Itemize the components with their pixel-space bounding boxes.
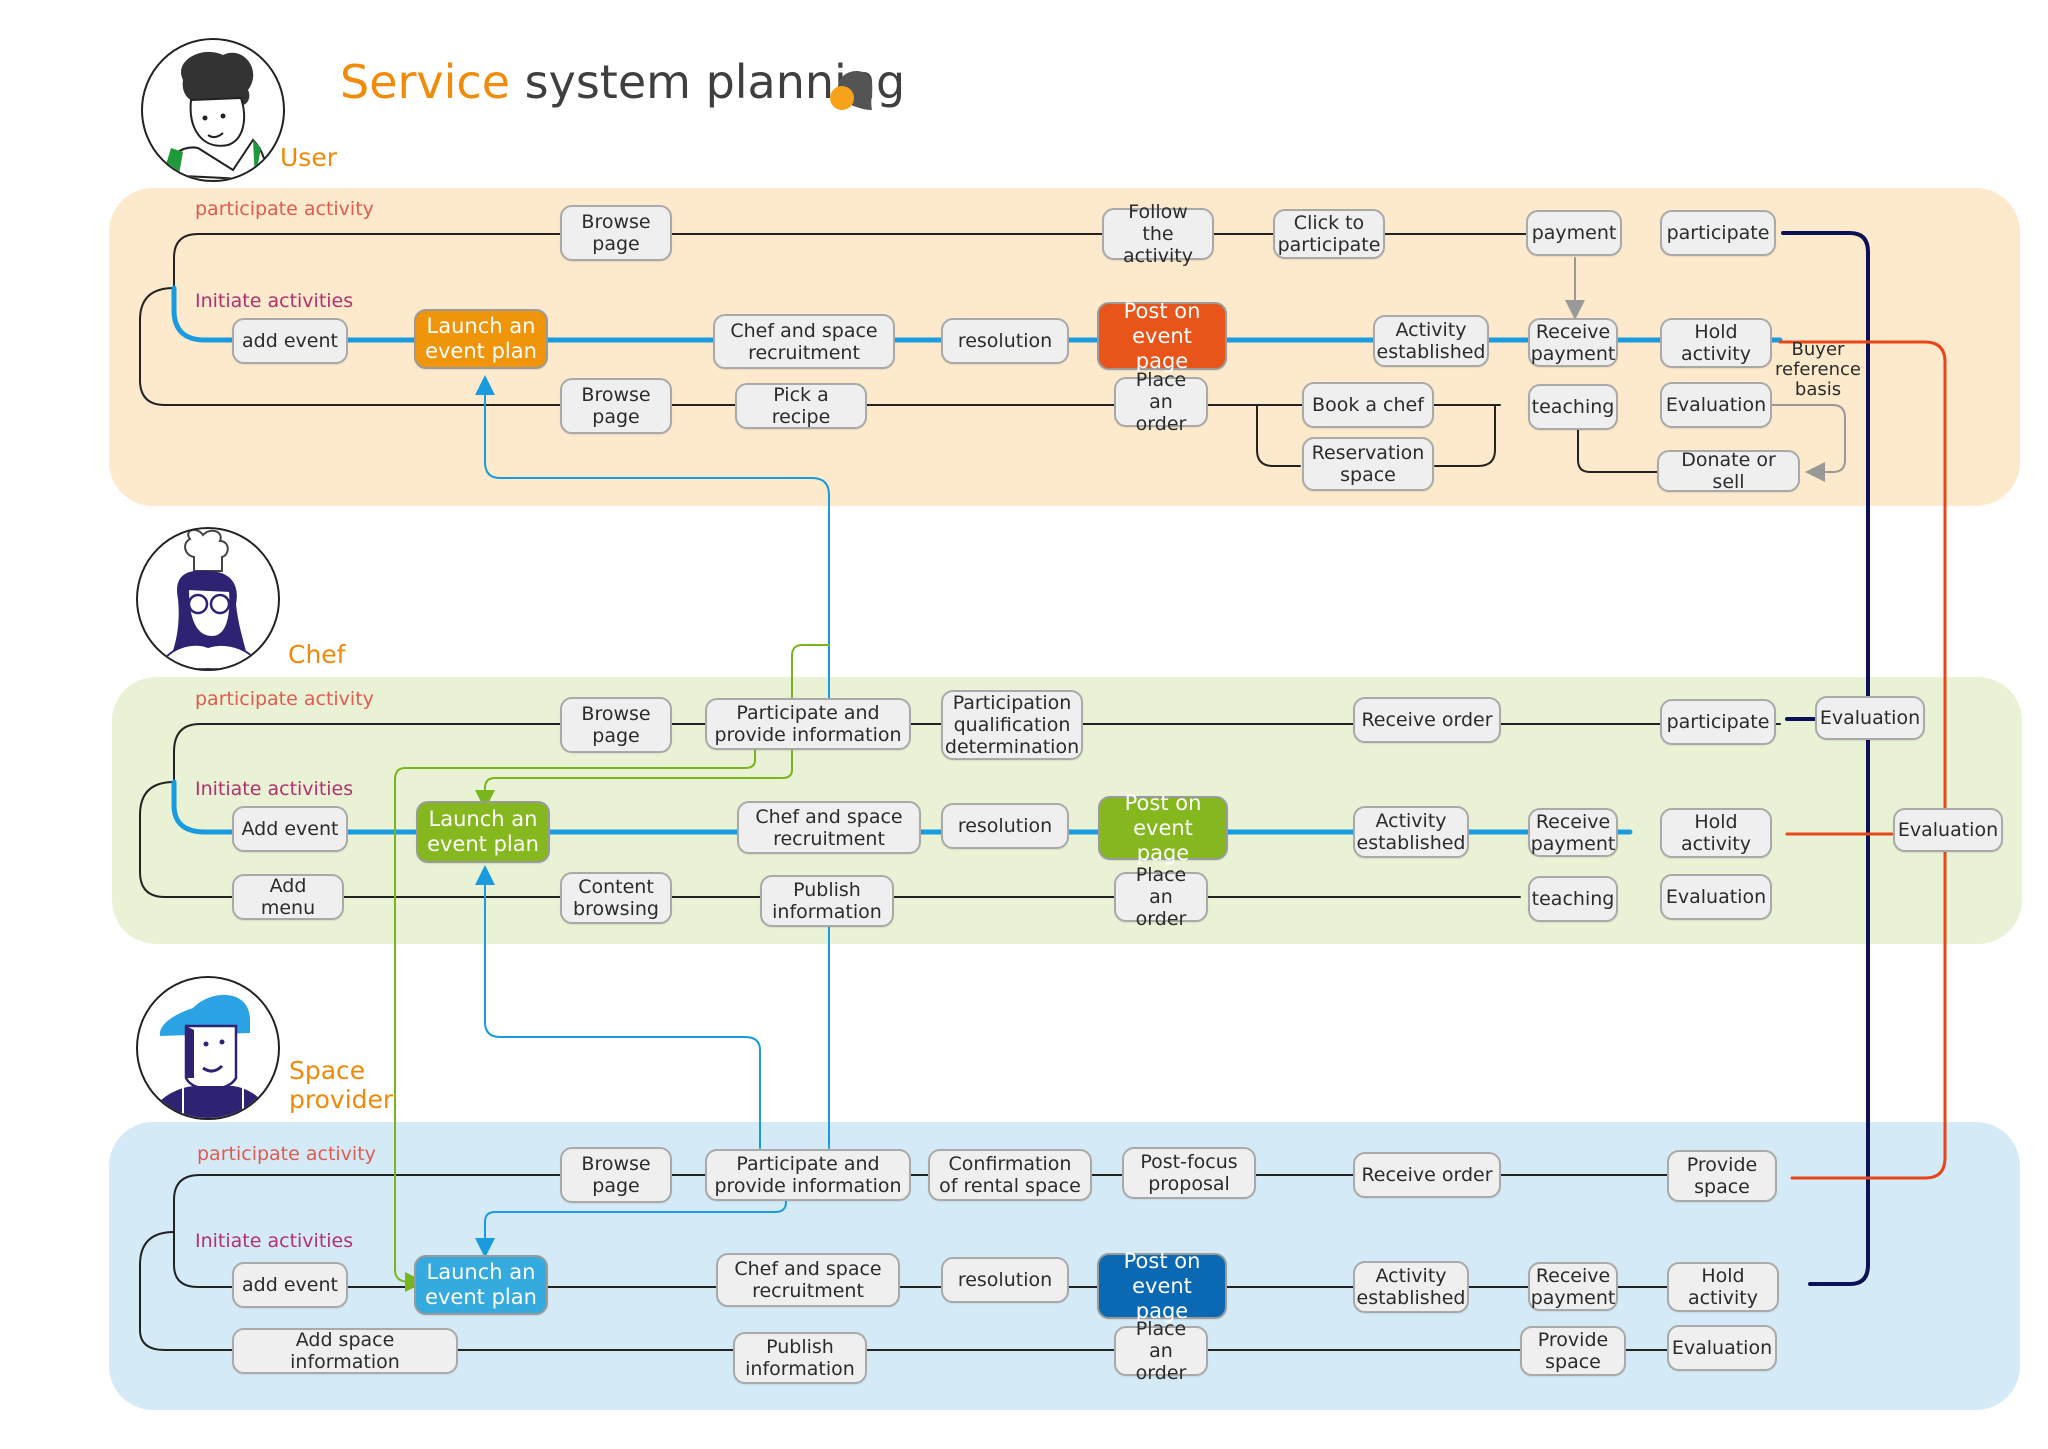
head-bubble-icon: [830, 71, 873, 110]
blue-space-participate-to-chef-launch: [475, 865, 761, 1149]
space-hold-activity[interactable]: Hold activity: [1667, 1262, 1779, 1312]
user-avatar-icon: [141, 38, 285, 182]
user-launch-event-plan[interactable]: Launch an event plan: [414, 309, 548, 369]
user-participate-line: [173, 233, 1531, 289]
blue-space-participate-to-launch: [475, 1189, 787, 1258]
user-hold-activity[interactable]: Hold activity: [1660, 318, 1772, 368]
space-evaluation[interactable]: Evaluation: [1667, 1325, 1777, 1371]
chef-participate-line: [173, 723, 1781, 783]
user-teaching[interactable]: teaching: [1528, 384, 1618, 430]
space-post-focus-proposal[interactable]: Post-focus proposal: [1122, 1147, 1256, 1199]
role-label-user: User: [280, 143, 337, 172]
space-participate-line: [173, 1174, 1691, 1233]
space-provider-avatar-icon: [136, 976, 280, 1120]
chef-content-browsing[interactable]: Content browsing: [560, 872, 672, 924]
space-participate-provide-info[interactable]: Participate and provide information: [705, 1149, 911, 1201]
user-place-order[interactable]: Place an order: [1114, 369, 1208, 435]
space-place-order[interactable]: Place an order: [1114, 1318, 1208, 1384]
user-post-event-page[interactable]: Post on event page: [1097, 299, 1227, 373]
green-chef-to-chef-launch: [475, 644, 830, 810]
chef-evaluation[interactable]: Evaluation: [1660, 874, 1772, 920]
chef-launch-event-plan[interactable]: Launch an event plan: [416, 801, 550, 863]
user-activity-established[interactable]: Activity established: [1373, 315, 1489, 367]
chef-teaching[interactable]: teaching: [1528, 876, 1618, 922]
space-provide-space[interactable]: Provide space: [1520, 1326, 1626, 1376]
red-flow-line: [1778, 340, 1947, 1180]
user-donate-or-sell[interactable]: Donate or sell: [1657, 449, 1800, 493]
chef-evaluation-top[interactable]: Evaluation: [1815, 696, 1925, 740]
user-resolution[interactable]: resolution: [941, 318, 1069, 364]
space-activity-established[interactable]: Activity established: [1353, 1261, 1469, 1313]
chef-avatar-icon: [136, 527, 280, 671]
user-book-chef[interactable]: Book a chef: [1302, 382, 1434, 428]
title-accent: Service: [340, 55, 511, 109]
chef-initiate-line: [171, 779, 1633, 835]
user-follow-activity[interactable]: Follow the activity: [1102, 201, 1214, 267]
role-label-space-provider: Space provider: [289, 1056, 394, 1114]
user-click-to-participate[interactable]: Click to participate: [1273, 209, 1385, 259]
role-label-chef: Chef: [288, 640, 346, 669]
user-browse-page-2[interactable]: Browse page: [560, 378, 672, 434]
space-chef-space-recruitment[interactable]: Chef and space recruitment: [716, 1253, 900, 1307]
user-initiate-label: Initiate activities: [195, 290, 354, 312]
chef-participate-label: participate activity: [195, 688, 374, 710]
user-book-branch: [1256, 404, 1496, 467]
chef-resolution[interactable]: resolution: [941, 803, 1069, 849]
chef-participate[interactable]: participate: [1660, 699, 1776, 745]
space-add-space-information[interactable]: Add space information: [232, 1328, 458, 1374]
chef-publish-information[interactable]: Publish information: [760, 875, 894, 927]
buyer-reference-basis-note: Buyer reference basis: [1775, 339, 1861, 400]
user-reservation-space[interactable]: Reservation space: [1302, 437, 1434, 491]
green-chef-to-space-launch: [394, 744, 756, 1292]
user-participate-label: participate activity: [195, 198, 374, 220]
space-add-event[interactable]: add event: [232, 1262, 348, 1308]
space-publish-information[interactable]: Publish information: [733, 1332, 867, 1384]
space-third-line: [139, 1231, 1681, 1351]
user-participate[interactable]: participate: [1660, 210, 1776, 256]
chef-initiate-label: Initiate activities: [195, 778, 354, 800]
space-initiate-line: [173, 1231, 1681, 1288]
chef-place-order[interactable]: Place an order: [1114, 864, 1208, 930]
space-receive-order[interactable]: Receive order: [1353, 1152, 1501, 1198]
space-provide-space-top[interactable]: Provide space: [1667, 1150, 1777, 1202]
chef-add-menu[interactable]: Add menu: [232, 874, 344, 920]
chef-participation-qualification[interactable]: Participation qualification determinatio…: [941, 690, 1083, 760]
chef-add-event[interactable]: Add event: [232, 806, 348, 852]
chef-evaluation-right[interactable]: Evaluation: [1893, 808, 2003, 852]
user-donate-branch: [1577, 429, 1661, 473]
blue-chef-to-user-launch: [475, 375, 830, 701]
user-payment[interactable]: payment: [1526, 210, 1622, 256]
user-pick-recipe[interactable]: Pick a recipe: [735, 383, 867, 429]
space-browse-page[interactable]: Browse page: [560, 1147, 672, 1203]
user-chef-space-recruitment[interactable]: Chef and space recruitment: [713, 314, 895, 369]
space-resolution[interactable]: resolution: [941, 1257, 1069, 1303]
space-initiate-label: Initiate activities: [195, 1230, 354, 1252]
user-initiate-line: [171, 285, 1783, 343]
chef-hold-activity[interactable]: Hold activity: [1660, 808, 1772, 858]
user-third-line: [139, 287, 1501, 406]
user-receive-payment[interactable]: Receive payment: [1528, 318, 1618, 367]
chef-third-line: [139, 781, 1521, 898]
chef-participate-provide-info[interactable]: Participate and provide information: [705, 698, 911, 750]
chef-receive-order[interactable]: Receive order: [1353, 697, 1501, 743]
space-post-event-page[interactable]: Post on event page: [1097, 1249, 1227, 1323]
space-receive-payment[interactable]: Receive payment: [1528, 1262, 1618, 1311]
chef-chef-space-recruitment[interactable]: Chef and space recruitment: [737, 801, 921, 854]
chef-browse-page[interactable]: Browse page: [560, 697, 672, 753]
chef-activity-established[interactable]: Activity established: [1353, 806, 1469, 858]
navy-flow-line: [1781, 231, 1870, 1286]
user-add-event[interactable]: add event: [232, 318, 348, 364]
space-confirmation-rental[interactable]: Confirmation of rental space: [928, 1149, 1092, 1201]
user-evaluation[interactable]: Evaluation: [1660, 382, 1772, 428]
chef-receive-payment[interactable]: Receive payment: [1528, 808, 1618, 857]
user-browse-page[interactable]: Browse page: [560, 205, 672, 261]
evaluation-to-donate-arrow: [1769, 404, 1846, 482]
chef-post-event-page[interactable]: Post on event page: [1098, 791, 1228, 865]
space-launch-event-plan[interactable]: Launch an event plan: [414, 1255, 548, 1315]
space-participate-label: participate activity: [197, 1143, 376, 1165]
